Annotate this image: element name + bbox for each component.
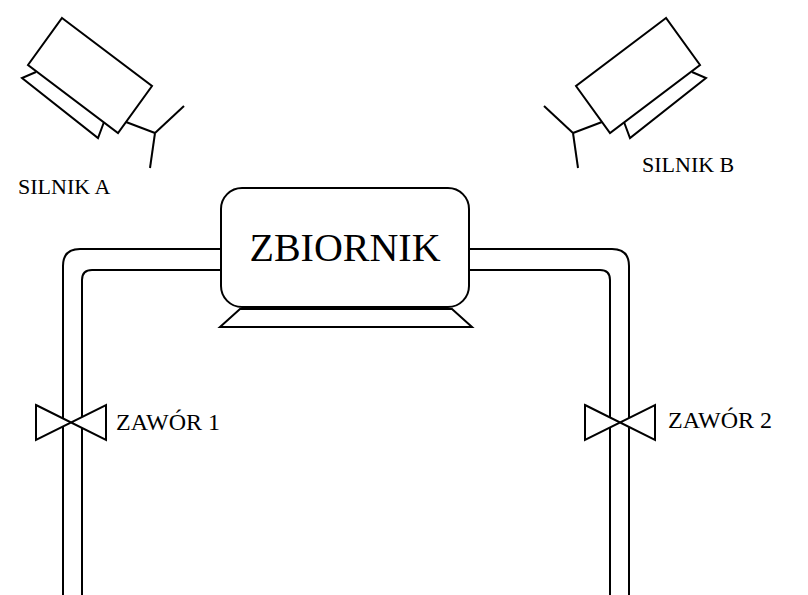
valve-label: ZAWÓR 1 bbox=[116, 409, 220, 435]
tank-stand bbox=[220, 309, 472, 327]
motor-symbol bbox=[22, 18, 184, 168]
tank-box: ZBIORNIK bbox=[220, 187, 470, 308]
motor-label: SILNIK B bbox=[642, 153, 734, 177]
tank-label: ZBIORNIK bbox=[249, 226, 440, 270]
motor-symbol bbox=[544, 18, 706, 168]
valve-label: ZAWÓR 2 bbox=[668, 407, 772, 433]
valve-symbol bbox=[585, 405, 655, 440]
valve-symbol bbox=[36, 405, 106, 440]
motor-label: SILNIK A bbox=[18, 175, 110, 199]
